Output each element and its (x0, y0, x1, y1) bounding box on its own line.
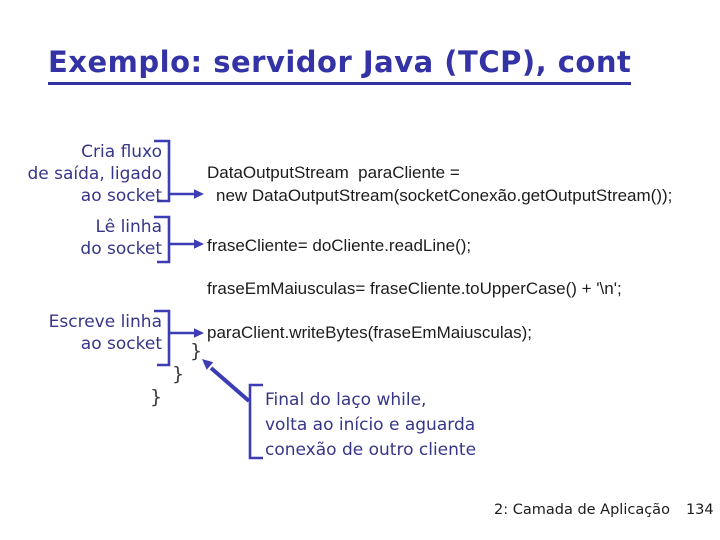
annotation-line: Lê linha (95, 217, 162, 237)
footer-page-number: 134 (685, 502, 714, 518)
footer-section-label: 2: Camada de Aplicação (494, 502, 670, 518)
annotation-line: Final do laço while, (265, 390, 427, 410)
arrow-cria-fluxo-head (194, 189, 204, 199)
closing-brace-3: } (150, 386, 163, 408)
annotation-le-linha: Lê linha do socket (80, 216, 162, 260)
code-line-frasecliente: fraseCliente= doCliente.readLine(); (207, 236, 472, 255)
arrow-le-linha-head (194, 239, 204, 249)
annotation-final-laco: Final do laço while, volta ao início e a… (265, 388, 476, 463)
annotation-line: de saída, ligado (27, 164, 162, 184)
closing-brace-1: } (190, 340, 203, 362)
bracket-final-laco (248, 383, 263, 460)
footer: 2: Camada de Aplicação 134 (494, 502, 714, 518)
code-line-dataoutputstream: DataOutputStream paraCliente = (207, 163, 460, 182)
arrow-final-laco-head (202, 359, 214, 370)
arrow-final-laco-line (209, 366, 251, 403)
page-title: Exemplo: servidor Java (TCP), cont (48, 44, 632, 85)
annotation-line: ao socket (80, 334, 162, 354)
annotation-line: do socket (80, 239, 162, 259)
code-line-fraseemmaiusculas: fraseEmMaiusculas= fraseCliente.toUpperC… (207, 279, 622, 298)
annotation-escreve-linha: Escreve linha ao socket (49, 311, 162, 355)
code-line-new-dataoutputstream: new DataOutputStream(socketConexão.getOu… (216, 186, 673, 205)
closing-brace-2: } (172, 363, 185, 385)
annotation-line: ao socket (80, 186, 162, 206)
annotation-line: Cria fluxo (81, 142, 162, 162)
arrow-escreve-linha-head (194, 328, 204, 338)
annotation-line: conexão de outro cliente (265, 440, 477, 460)
annotation-line: Escreve linha (48, 312, 162, 332)
annotation-cria-fluxo: Cria fluxo de saída, ligado ao socket (27, 141, 162, 207)
code-line-writebytes: paraClient.writeBytes(fraseEmMaiusculas)… (207, 323, 532, 342)
annotation-line: volta ao início e aguarda (265, 415, 476, 435)
